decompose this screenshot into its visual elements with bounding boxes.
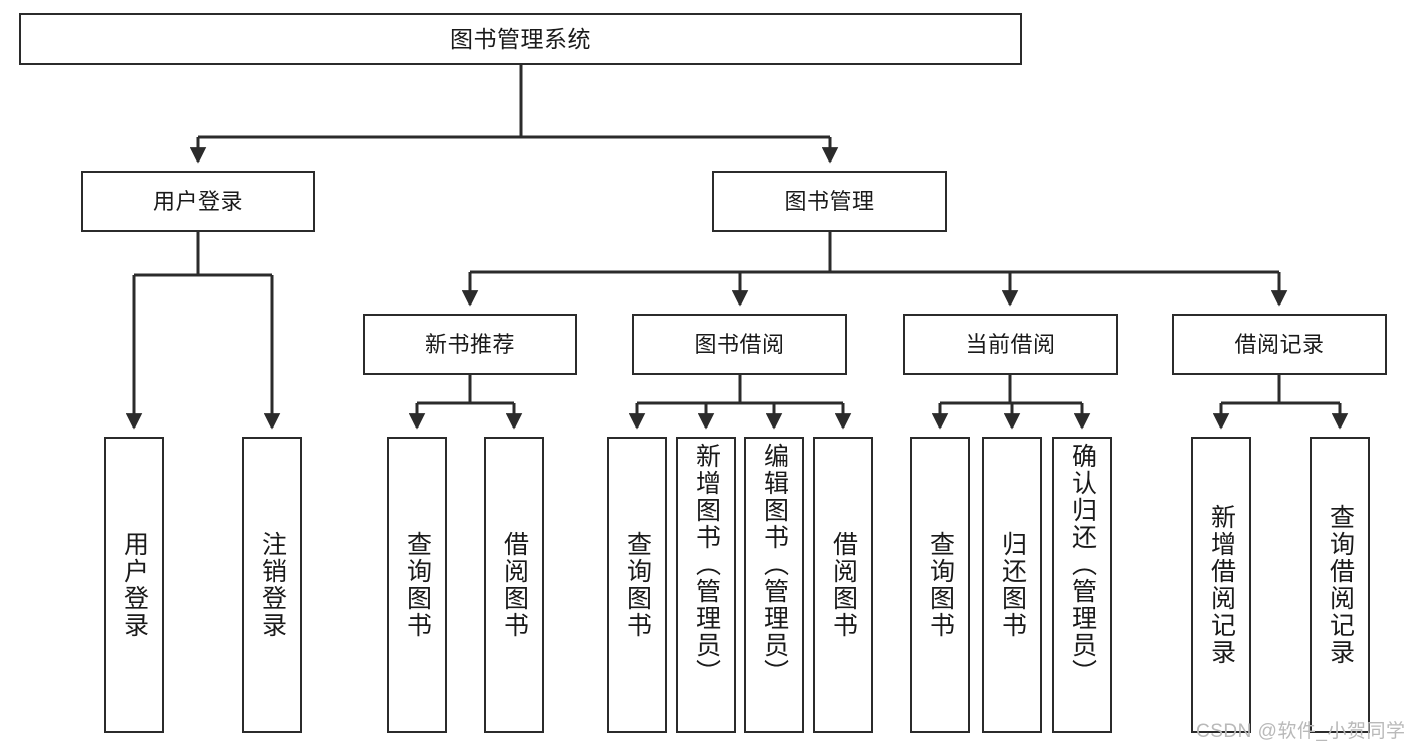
- node-book-borrow[interactable]: 图书借阅: [632, 314, 847, 375]
- node-leaf-borrow-book-1[interactable]: 借阅图书: [484, 437, 544, 733]
- node-leaf-query-book-2-label: 查询图书: [623, 531, 652, 639]
- node-leaf-query-book-3[interactable]: 查询图书: [910, 437, 970, 733]
- node-leaf-confirm-return-label: 确认归还（管理员）: [1068, 443, 1097, 686]
- node-leaf-user-login[interactable]: 用户登录: [104, 437, 164, 733]
- node-leaf-query-book-2[interactable]: 查询图书: [607, 437, 667, 733]
- node-current-borrow-label: 当前借阅: [965, 331, 1056, 357]
- node-leaf-add-book[interactable]: 新增图书（管理员）: [676, 437, 736, 733]
- node-leaf-query-book-1-label: 查询图书: [403, 531, 432, 639]
- node-leaf-borrow-book-1-label: 借阅图书: [500, 531, 529, 639]
- node-leaf-add-book-label: 新增图书（管理员）: [692, 443, 721, 686]
- node-root-label: 图书管理系统: [450, 25, 591, 52]
- node-leaf-query-record[interactable]: 查询借阅记录: [1310, 437, 1370, 733]
- node-leaf-return-book-label: 归还图书: [998, 531, 1027, 639]
- node-leaf-query-record-label: 查询借阅记录: [1326, 504, 1355, 666]
- node-leaf-logout[interactable]: 注销登录: [242, 437, 302, 733]
- node-leaf-return-book[interactable]: 归还图书: [982, 437, 1042, 733]
- node-leaf-logout-label: 注销登录: [258, 531, 287, 639]
- node-leaf-edit-book[interactable]: 编辑图书（管理员）: [744, 437, 804, 733]
- node-borrow-record[interactable]: 借阅记录: [1172, 314, 1387, 375]
- node-book-manage-label: 图书管理: [784, 188, 875, 214]
- node-leaf-add-record[interactable]: 新增借阅记录: [1191, 437, 1251, 733]
- node-leaf-edit-book-label: 编辑图书（管理员）: [760, 443, 789, 686]
- node-book-manage[interactable]: 图书管理: [712, 171, 947, 232]
- node-root[interactable]: 图书管理系统: [19, 13, 1022, 65]
- node-leaf-user-login-label: 用户登录: [120, 531, 149, 639]
- node-book-borrow-label: 图书借阅: [694, 331, 785, 357]
- csdn-watermark: CSDN @软件_小贺同学: [1196, 721, 1405, 742]
- node-user-login[interactable]: 用户登录: [81, 171, 315, 232]
- node-leaf-add-record-label: 新增借阅记录: [1207, 504, 1236, 666]
- node-current-borrow[interactable]: 当前借阅: [903, 314, 1118, 375]
- node-borrow-record-label: 借阅记录: [1234, 331, 1325, 357]
- node-leaf-borrow-book-2[interactable]: 借阅图书: [813, 437, 873, 733]
- node-user-login-label: 用户登录: [152, 188, 243, 214]
- node-leaf-borrow-book-2-label: 借阅图书: [829, 531, 858, 639]
- node-new-book-recommend-label: 新书推荐: [424, 331, 515, 357]
- node-leaf-confirm-return[interactable]: 确认归还（管理员）: [1052, 437, 1112, 733]
- node-new-book-recommend[interactable]: 新书推荐: [363, 314, 577, 375]
- node-leaf-query-book-1[interactable]: 查询图书: [387, 437, 447, 733]
- node-leaf-query-book-3-label: 查询图书: [926, 531, 955, 639]
